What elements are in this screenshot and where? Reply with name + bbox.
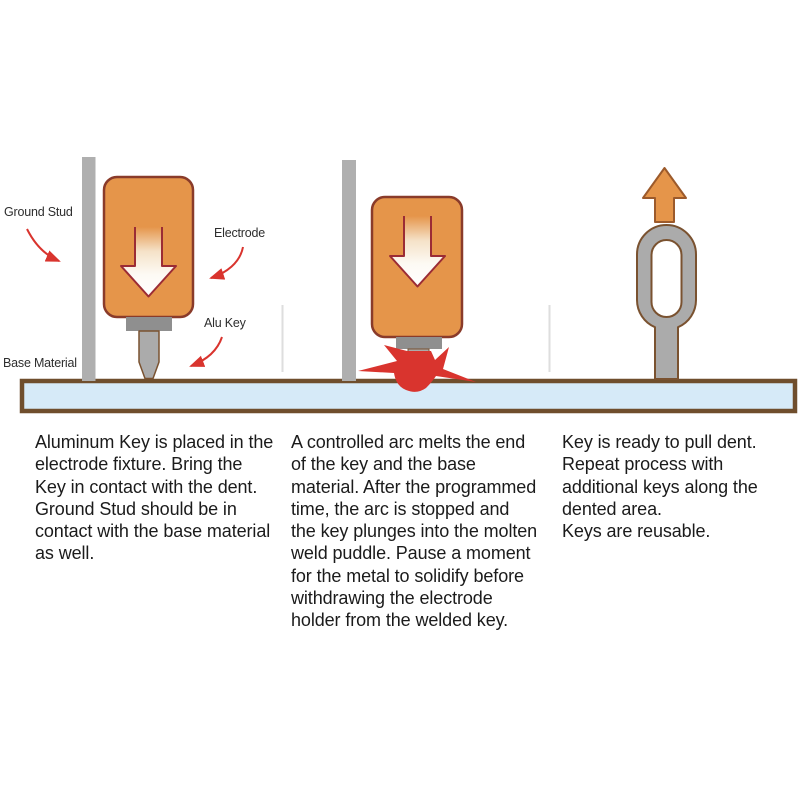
ground-stud-label: Ground Stud — [4, 205, 73, 219]
weld-arc-spark-icon — [358, 345, 476, 392]
step-1-description: Aluminum Key is placed in the electrode … — [35, 432, 274, 564]
ground-stud-pointer-arrow — [26, 228, 61, 262]
panel-1-diagram — [26, 157, 244, 381]
alu-key-label: Alu Key — [204, 316, 246, 330]
base-material-label: Base Material — [3, 356, 77, 370]
pull-up-arrow-icon — [642, 167, 687, 223]
alu-key — [138, 330, 160, 380]
step-3-description: Key is ready to pull dent. Repeat proces… — [562, 432, 758, 542]
electrode-cap-2 — [396, 337, 442, 349]
panel-2-diagram — [342, 160, 476, 392]
panel-3-diagram — [635, 167, 698, 380]
step-2-description: A controlled arc melts the end of the ke… — [291, 432, 538, 631]
electrode-label: Electrode — [214, 226, 266, 240]
key-eye-hole — [650, 239, 683, 318]
ground-stud — [82, 157, 96, 381]
press-down-arrow-icon — [120, 227, 177, 298]
press-down-arrow-icon-2 — [389, 216, 446, 288]
electrode-pointer-arrow — [209, 246, 244, 280]
electrode-cap — [126, 317, 172, 331]
alu-key-pointer-arrow — [189, 336, 223, 367]
ground-stud-2 — [342, 160, 356, 381]
